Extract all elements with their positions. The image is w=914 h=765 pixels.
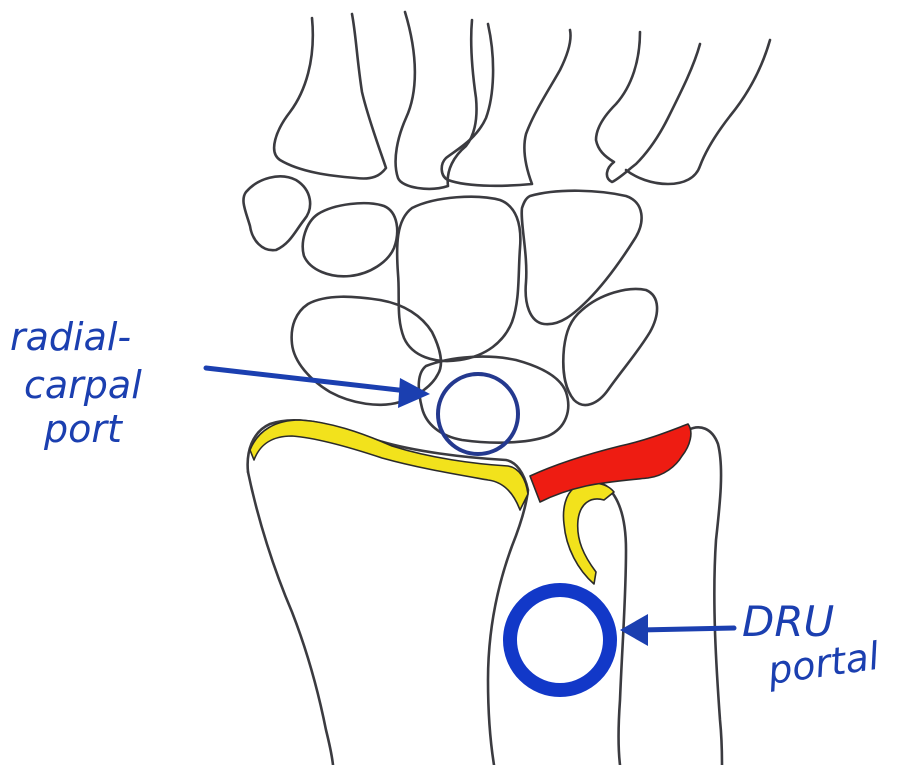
radiocarpal-arrow-shaft (206, 368, 416, 392)
ulna (688, 427, 722, 765)
radial-label-line2: carpal (24, 363, 142, 407)
ulnar-notch-cartilage (563, 483, 614, 584)
triquetrum (563, 289, 657, 405)
metacarpal-4 (596, 32, 700, 182)
metacarpal-3 (442, 24, 571, 186)
articular-cartilage (250, 420, 614, 584)
dru-arrow-shaft (640, 628, 734, 630)
dru-portal: DRU portal (510, 590, 882, 693)
radial-label-line3: port (43, 407, 124, 451)
metacarpal-1 (274, 14, 386, 179)
metacarpal-2 (396, 12, 477, 189)
metacarpals (274, 12, 770, 189)
radial-cartilage (250, 420, 528, 510)
radiocarpal-arrow-head (398, 378, 430, 408)
carpal-bones (243, 176, 657, 442)
radius-outer-shaft (248, 472, 333, 765)
trapezoid (303, 203, 397, 276)
dru-label-line1: DRU (742, 597, 834, 646)
dru-portal-ring (510, 590, 610, 690)
trapezium (243, 176, 310, 250)
capitate (397, 197, 520, 361)
radial-label-line1: radial- (10, 315, 131, 359)
hamate (522, 191, 642, 324)
metacarpal-5 (626, 40, 770, 184)
